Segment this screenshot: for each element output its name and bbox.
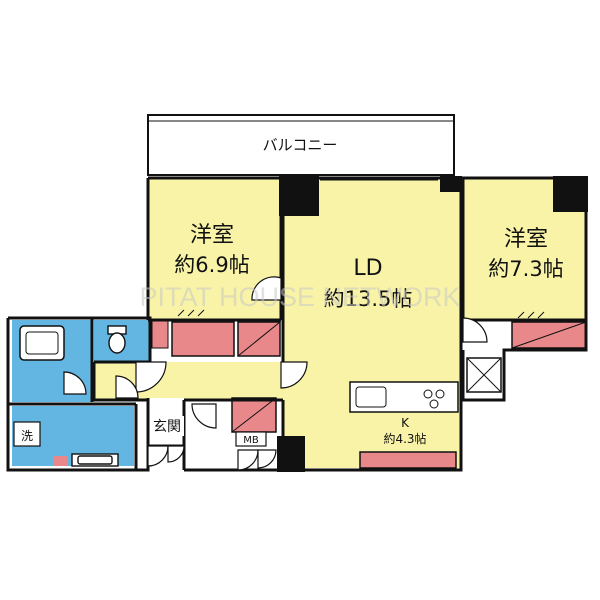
- kitchen-size: 約4.3帖: [383, 431, 426, 446]
- shaft-icon: [466, 357, 502, 393]
- balcony-window: [320, 176, 438, 181]
- structural-columns: [277, 176, 588, 472]
- closet-hatch-icon: [177, 309, 545, 319]
- meter-box: MB: [235, 431, 267, 447]
- western-room-right-size: 約7.3帖: [488, 257, 563, 281]
- watermark: PITAT HOUSE NETWORK: [139, 282, 460, 312]
- living-dining-size: 約13.5帖: [324, 287, 413, 311]
- toilet-icon: [107, 325, 127, 354]
- western-room-left-size: 約6.9帖: [174, 253, 249, 277]
- balcony-label: バルコニー: [263, 136, 338, 154]
- western-room-left-name: 洋室: [190, 223, 234, 248]
- living-dining-name: LD: [353, 256, 382, 281]
- closets: [54, 319, 587, 469]
- sink-icon: [71, 453, 119, 467]
- bathtub-icon: [19, 325, 65, 361]
- meter-box-label: MB: [243, 435, 259, 446]
- entrance-label: 玄関: [153, 418, 181, 435]
- kitchen-counter: [349, 381, 459, 413]
- stove-icon: [423, 389, 445, 409]
- entrance-label-box: [150, 416, 184, 436]
- living-dining-room: [283, 178, 461, 468]
- balcony: バルコニー: [147, 114, 455, 176]
- washer-icon: 洗: [13, 421, 41, 447]
- kitchen-name: K: [401, 416, 410, 430]
- door-swing-icon: [63, 276, 488, 471]
- western-room-right-name: 洋室: [504, 227, 548, 252]
- washer-label: 洗: [21, 429, 33, 443]
